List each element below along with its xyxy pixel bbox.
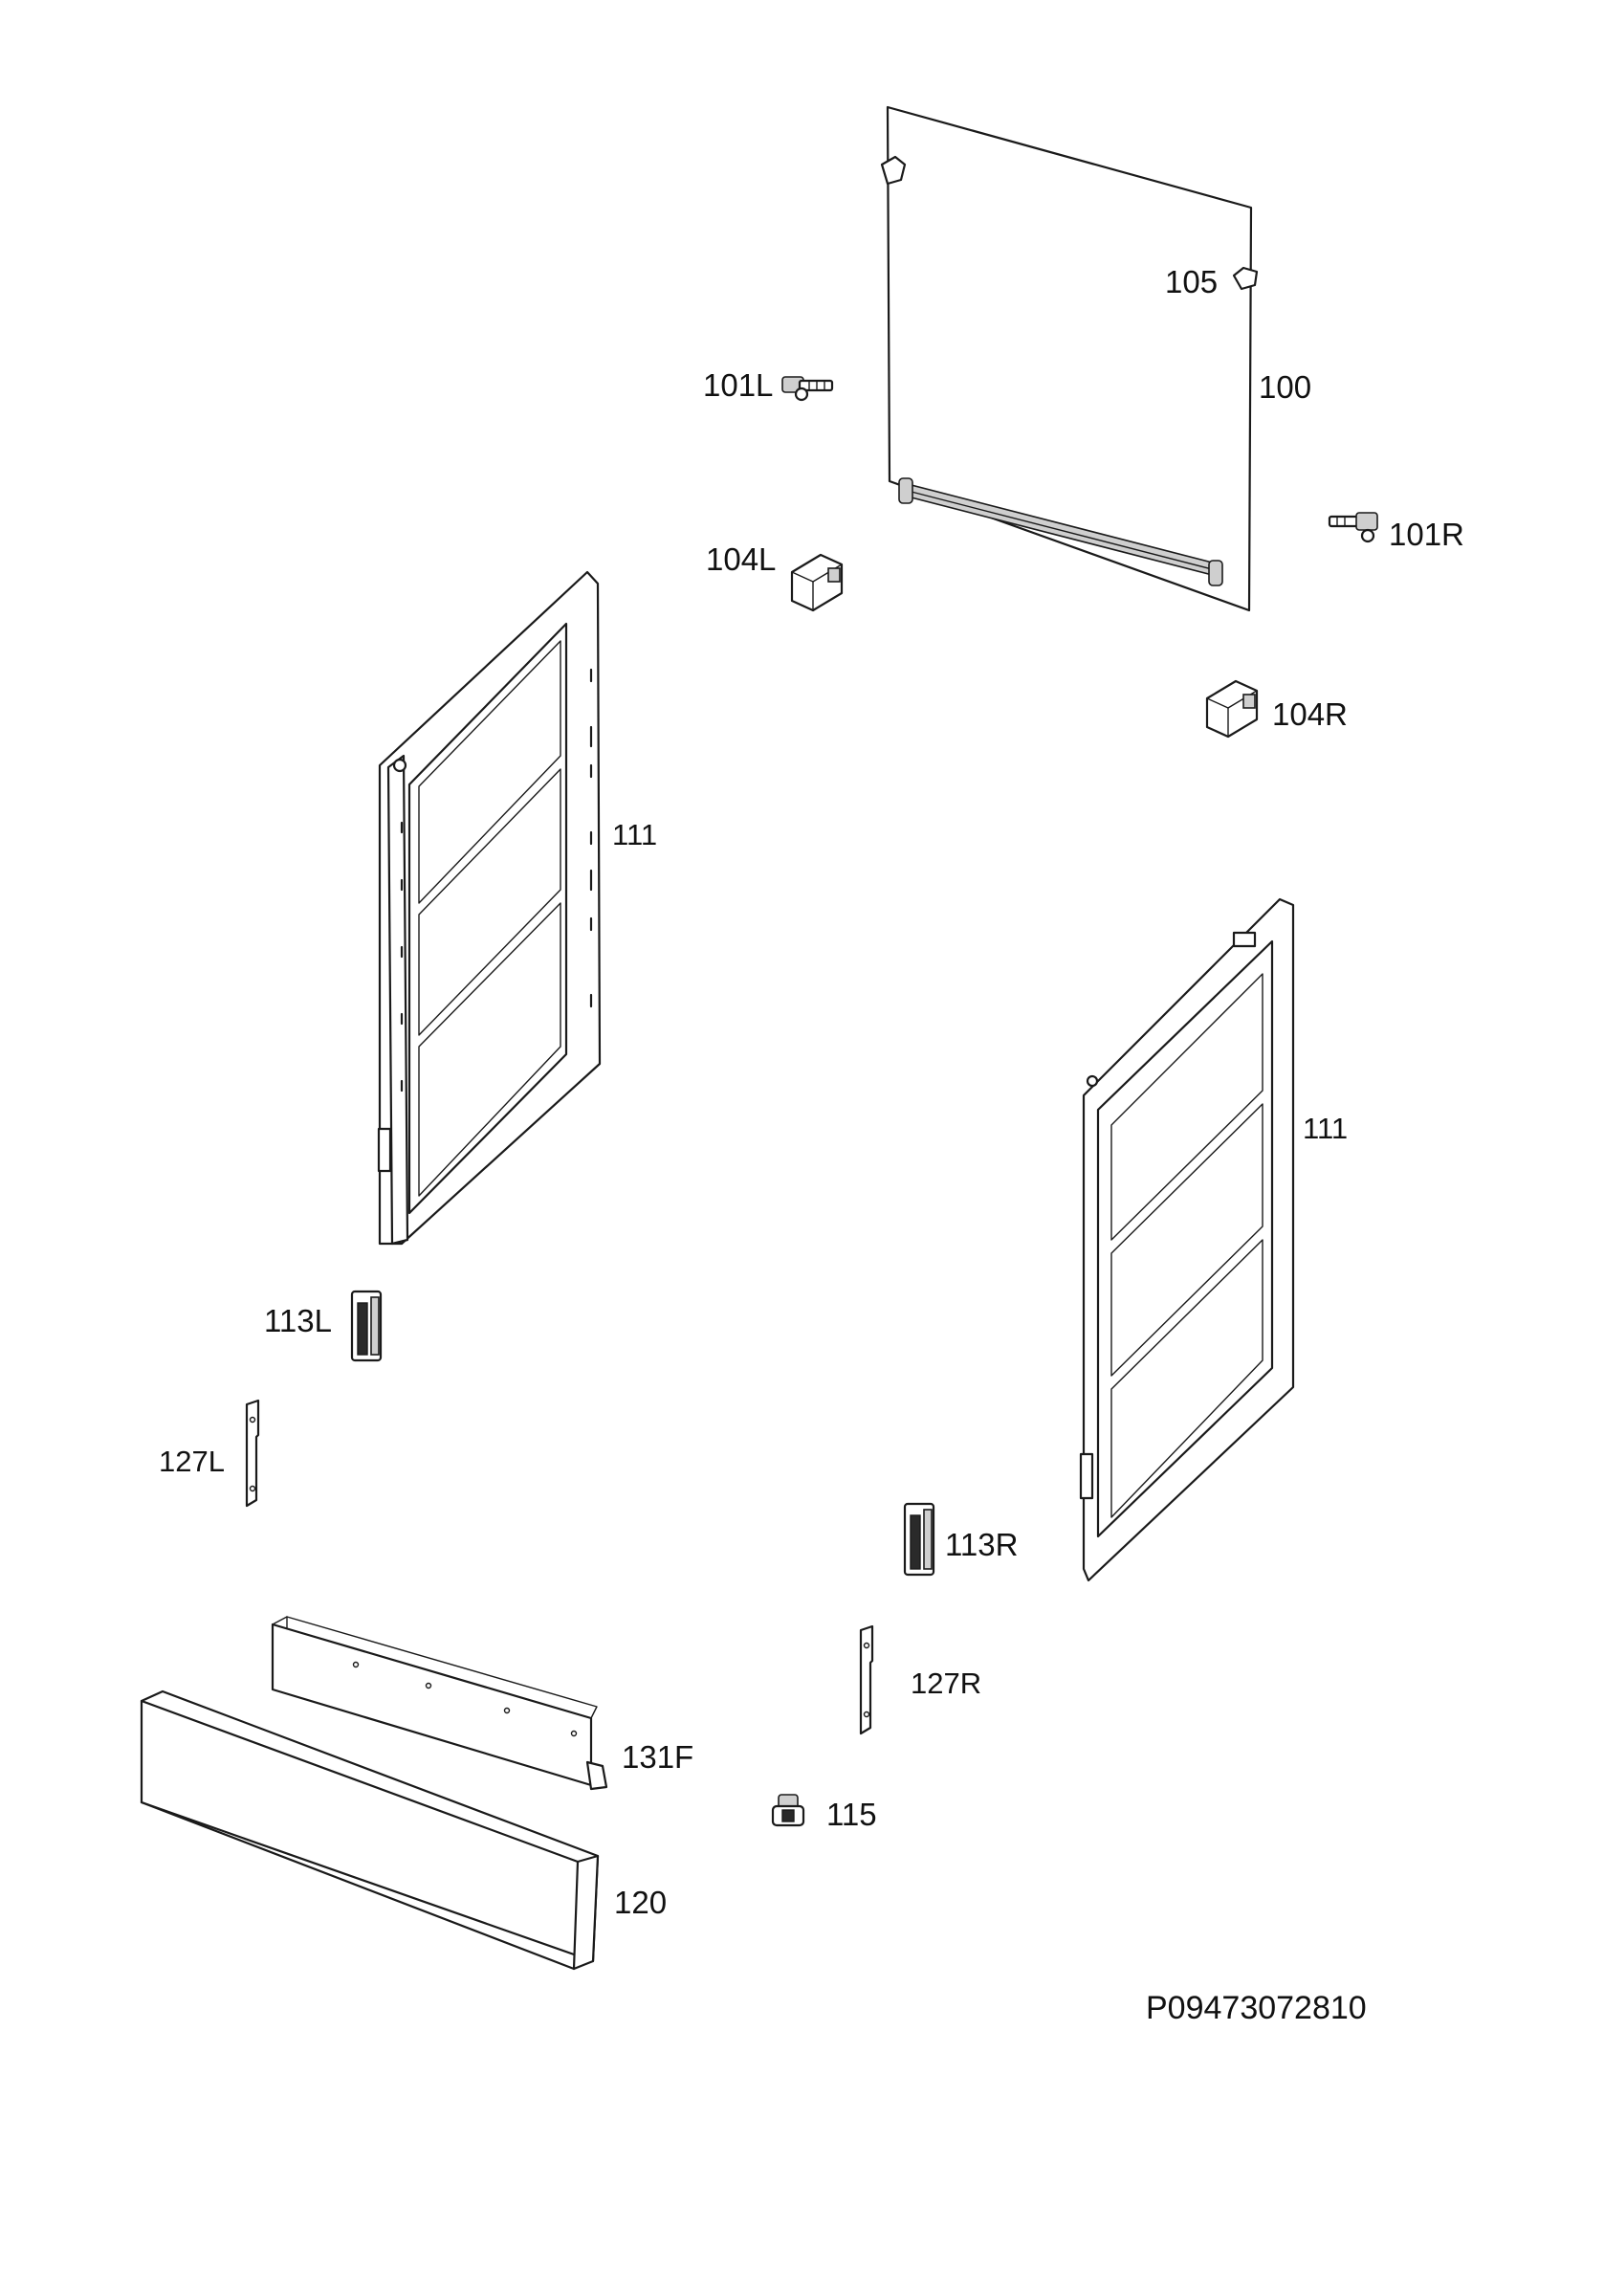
part-101L-pin	[781, 376, 834, 402]
part-111-frame-right	[1079, 897, 1295, 1582]
part-113L-hinge	[350, 1290, 383, 1362]
part-113R-hinge	[903, 1502, 935, 1577]
drawing-code: P09473072810	[1146, 1990, 1367, 2026]
label-127L: 127L	[159, 1445, 225, 1478]
label-104L: 104L	[706, 541, 777, 577]
label-127R: 127R	[911, 1667, 982, 1700]
label-105: 105	[1165, 264, 1219, 299]
part-104L-bracket	[790, 553, 844, 612]
part-100-glass-panel	[880, 105, 1259, 612]
part-111-frame-left	[377, 570, 602, 1246]
part-127R-plate	[859, 1624, 874, 1735]
label-101R: 101R	[1389, 517, 1464, 552]
label-101L: 101L	[703, 367, 774, 403]
label-100: 100	[1259, 369, 1312, 405]
label-111-left: 111	[612, 818, 658, 851]
part-104R-bracket	[1205, 679, 1259, 739]
label-113L: 113L	[264, 1303, 332, 1338]
label-111-right: 111	[1303, 1112, 1349, 1145]
part-115-knob	[771, 1794, 805, 1827]
part-101R-pin	[1328, 512, 1378, 543]
part-120-control-panel	[140, 1689, 600, 1971]
label-131F: 131F	[622, 1739, 694, 1775]
part-131F-channel	[271, 1616, 608, 1791]
label-104R: 104R	[1272, 696, 1348, 732]
label-113R: 113R	[945, 1527, 1019, 1562]
label-115: 115	[826, 1797, 877, 1832]
label-120: 120	[614, 1885, 668, 1920]
part-127L-plate	[245, 1399, 260, 1508]
